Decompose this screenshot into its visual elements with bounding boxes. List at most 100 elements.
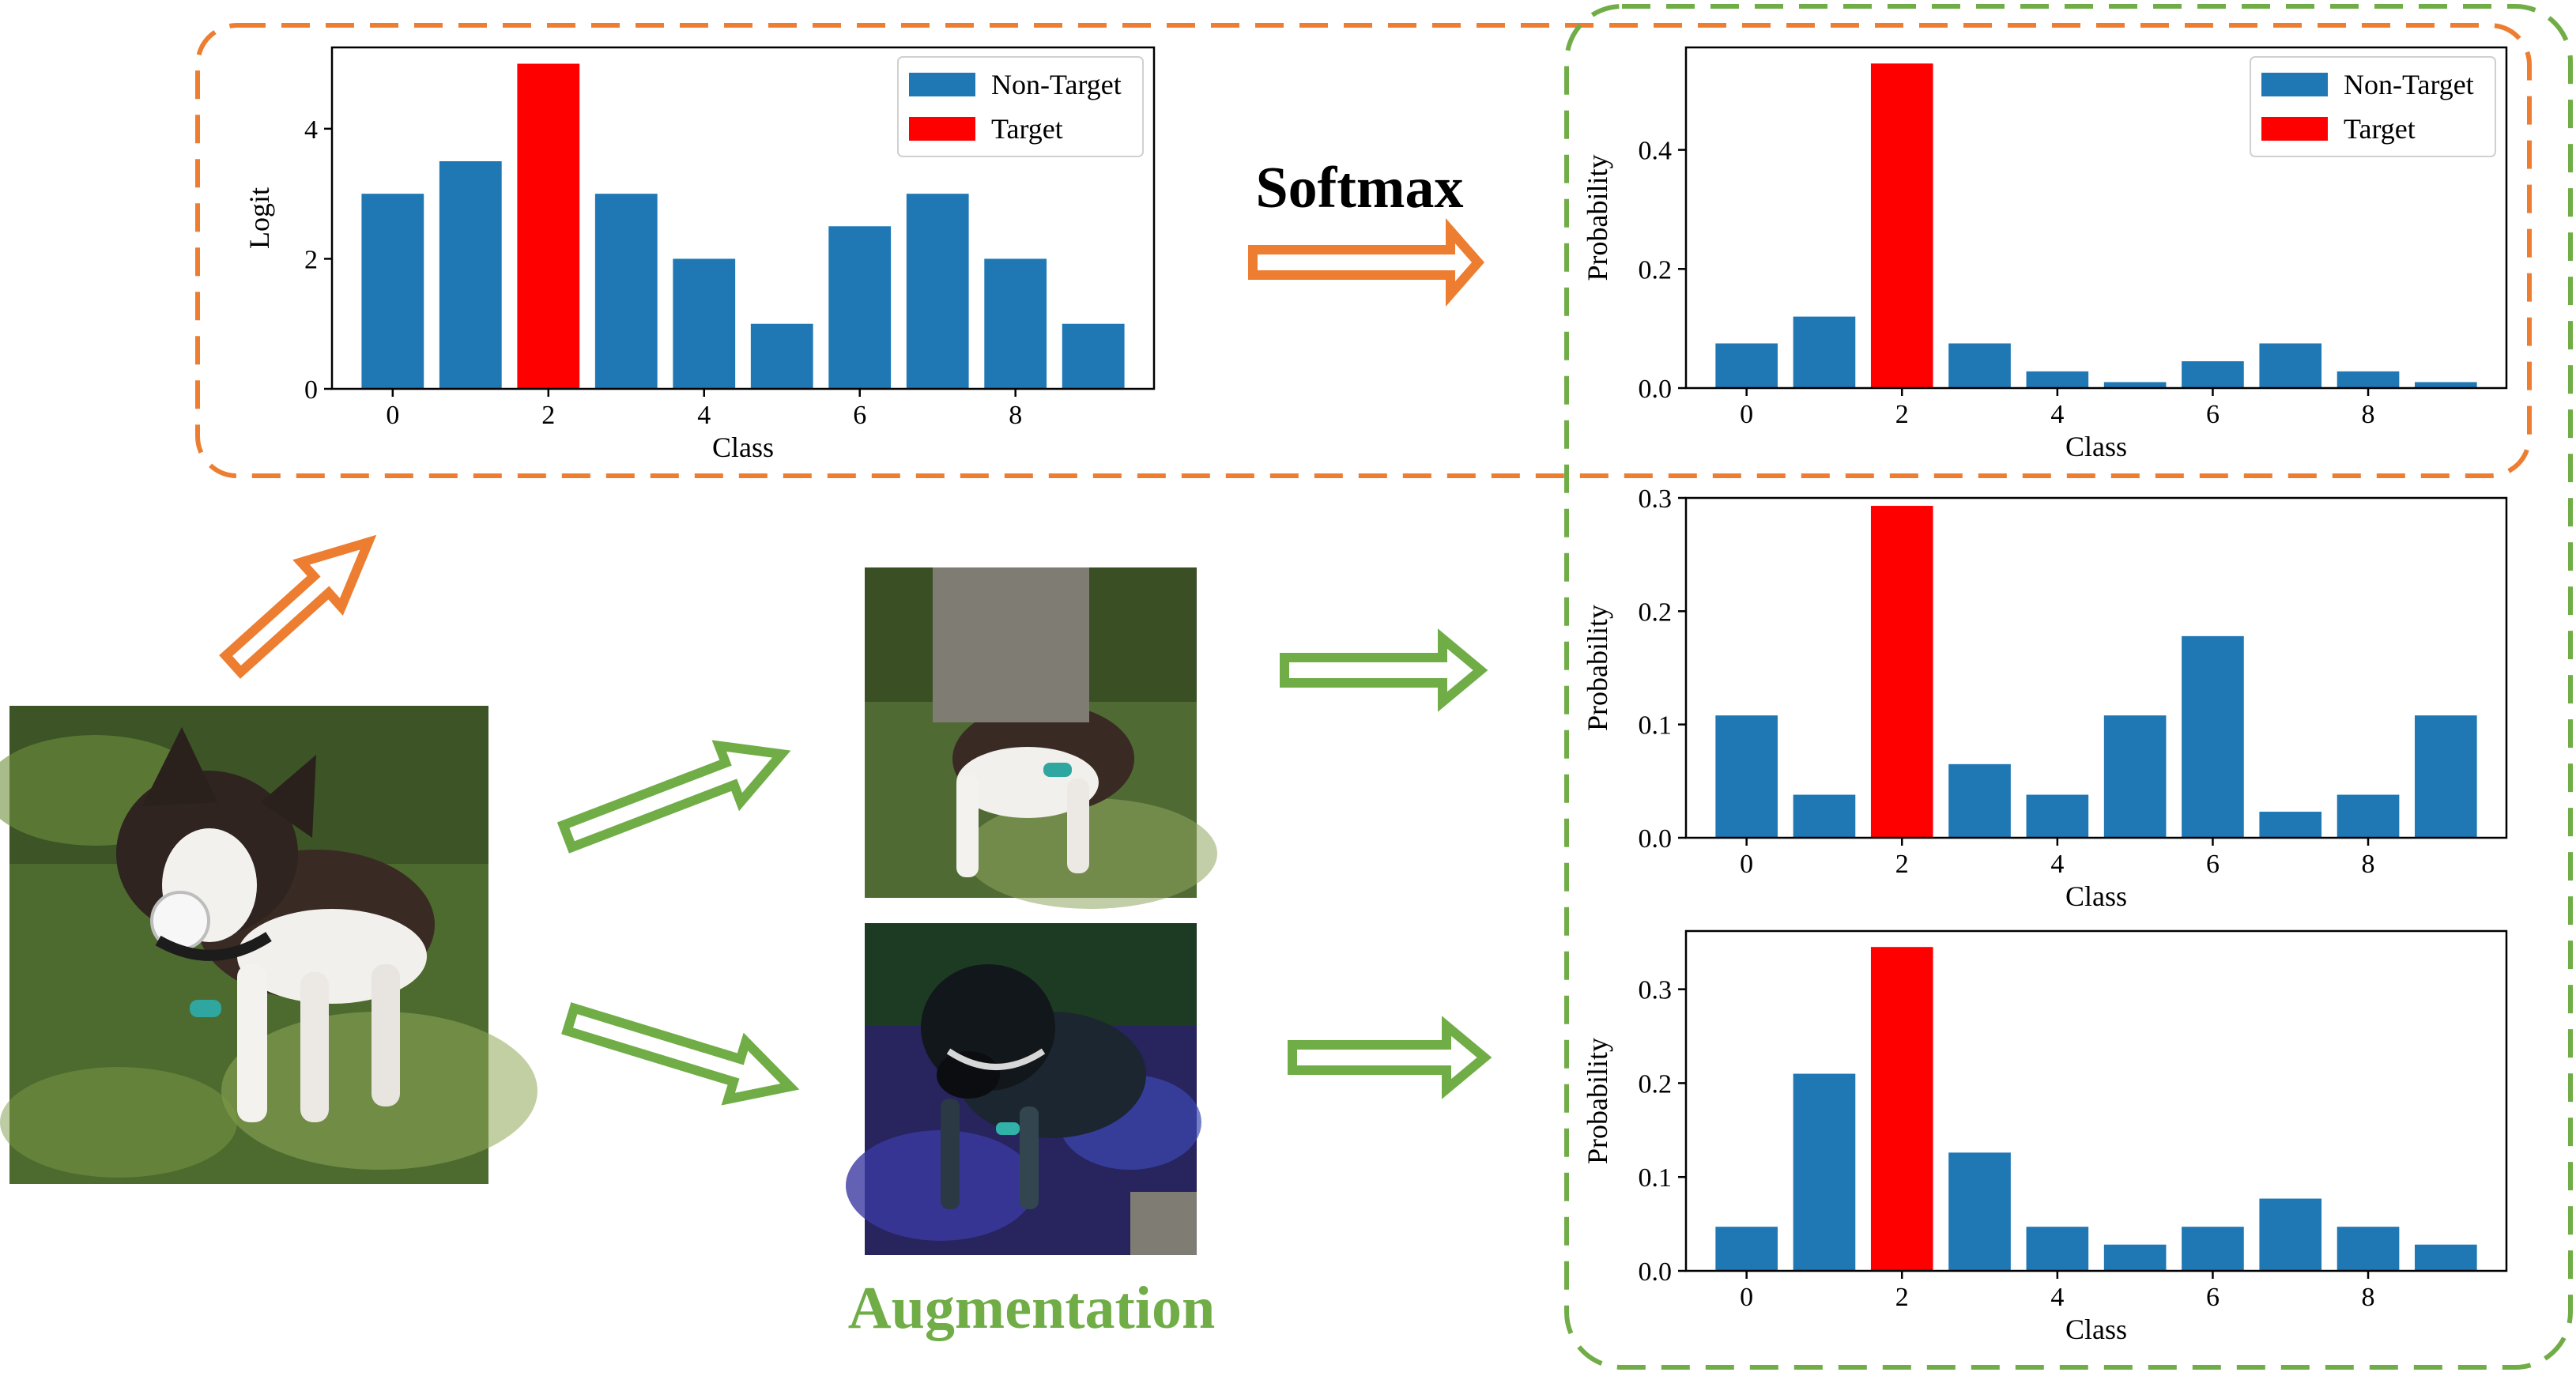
x-tick-label: 0 [1740, 850, 1753, 879]
non-target-bar [1793, 794, 1856, 838]
x-tick-label: 0 [386, 401, 399, 430]
plot-frame [330, 46, 1156, 390]
y-axis-label: Logit [243, 187, 275, 249]
non-target-bar [2103, 382, 2167, 388]
arrow-to-cutout-image [556, 740, 791, 854]
non-target-bar [1715, 343, 1778, 388]
arrow-to-logits [219, 534, 377, 679]
y-tick-label: 0.3 [1639, 484, 1673, 514]
x-tick-label: 4 [2050, 400, 2064, 429]
non-target-bar [2337, 371, 2400, 388]
arrow-to-solarized-image [561, 1002, 800, 1106]
non-target-bar [2259, 1198, 2322, 1271]
original-dog-photo [0, 706, 537, 1184]
non-target-bar [828, 226, 892, 389]
y-tick-label: 0.0 [1639, 824, 1673, 854]
non-target-bar [2026, 794, 2089, 838]
legend-label: Non-Target [2344, 69, 2474, 100]
legend-swatch [909, 73, 975, 96]
non-target-bar [1948, 1152, 2011, 1271]
non-target-bar [1062, 323, 1125, 389]
non-target-bar [2259, 343, 2322, 388]
plot-frame [1684, 496, 2508, 839]
non-target-bar [2182, 635, 2244, 838]
legend-swatch [2261, 73, 2328, 96]
x-tick-label: 8 [2362, 400, 2375, 429]
softmax-arrow [1248, 218, 1484, 307]
cutout-patch-2 [1130, 1192, 1197, 1255]
legend-label: Non-Target [991, 69, 1122, 100]
target-bar [1870, 947, 1933, 1271]
x-tick-label: 8 [2362, 1283, 2375, 1312]
non-target-bar [2259, 812, 2322, 838]
arrow-to-prob-chart-3 [1288, 1016, 1492, 1099]
y-tick-label: 0.0 [1639, 375, 1673, 404]
y-tick-label: 0.1 [1639, 711, 1673, 741]
cutout-patch [933, 567, 1089, 722]
non-target-bar [2103, 715, 2167, 838]
arrow-to-prob-chart-2 [1280, 628, 1488, 712]
y-tick-label: 0.0 [1639, 1257, 1673, 1287]
augmentation-label: Augmentation [848, 1275, 1215, 1341]
x-axis-label: Class [2065, 1314, 2127, 1345]
x-tick-label: 0 [1740, 1283, 1753, 1312]
cutout-augmented-photo [865, 567, 1217, 909]
y-axis-label: Probability [1582, 1038, 1613, 1164]
target-bar [1870, 506, 1933, 838]
x-tick-label: 8 [2362, 850, 2375, 879]
x-tick-label: 6 [2206, 400, 2220, 429]
x-tick-label: 2 [1895, 400, 1909, 429]
legend-label: Target [2344, 113, 2416, 145]
non-target-bar [2415, 382, 2477, 388]
non-target-bar [750, 323, 813, 389]
non-target-bar [2415, 715, 2477, 838]
x-axis-label: Class [2065, 880, 2127, 912]
x-tick-label: 4 [697, 401, 711, 430]
x-tick-label: 4 [2050, 850, 2064, 879]
y-tick-label: 0 [304, 375, 318, 405]
non-target-bar [1948, 763, 2011, 838]
non-target-bar [1948, 343, 2011, 388]
target-bar [517, 63, 580, 390]
non-target-bar [2337, 794, 2400, 838]
x-tick-label: 2 [1895, 850, 1909, 879]
solarized-augmented-photo [846, 923, 1201, 1255]
y-tick-label: 2 [304, 245, 318, 274]
x-axis-label: Class [712, 432, 774, 463]
non-target-bar [2182, 1227, 2244, 1271]
plot-frame [1684, 46, 2508, 390]
x-tick-label: 4 [2050, 1283, 2064, 1312]
non-target-bar [1715, 1227, 1778, 1271]
non-target-bar [2026, 371, 2089, 388]
x-axis-label: Class [2065, 431, 2127, 462]
non-target-bar [673, 258, 736, 389]
non-target-bar [1793, 1073, 1856, 1271]
y-tick-label: 0.2 [1639, 598, 1673, 627]
non-target-bar [984, 258, 1047, 389]
probability-group-frame [1564, 4, 2573, 1370]
y-axis-label: Probability [1582, 155, 1613, 281]
legend-label: Target [991, 113, 1063, 145]
y-tick-label: 0.2 [1639, 255, 1673, 285]
x-tick-label: 8 [1009, 401, 1022, 430]
plot-frame [1684, 929, 2508, 1272]
y-tick-label: 4 [304, 115, 318, 145]
non-target-bar [2103, 1244, 2167, 1271]
y-tick-label: 0.4 [1639, 137, 1673, 166]
x-tick-label: 6 [2206, 1283, 2220, 1312]
non-target-bar [1793, 316, 1856, 388]
legend-swatch [2261, 117, 2328, 141]
non-target-bar [2026, 1227, 2089, 1271]
x-tick-label: 0 [1740, 400, 1753, 429]
non-target-bar [361, 194, 424, 389]
non-target-bar [906, 194, 969, 389]
non-target-bar [439, 161, 502, 389]
x-tick-label: 6 [2206, 850, 2220, 879]
non-target-bar [2415, 1244, 2477, 1271]
y-tick-label: 0.2 [1639, 1069, 1673, 1099]
